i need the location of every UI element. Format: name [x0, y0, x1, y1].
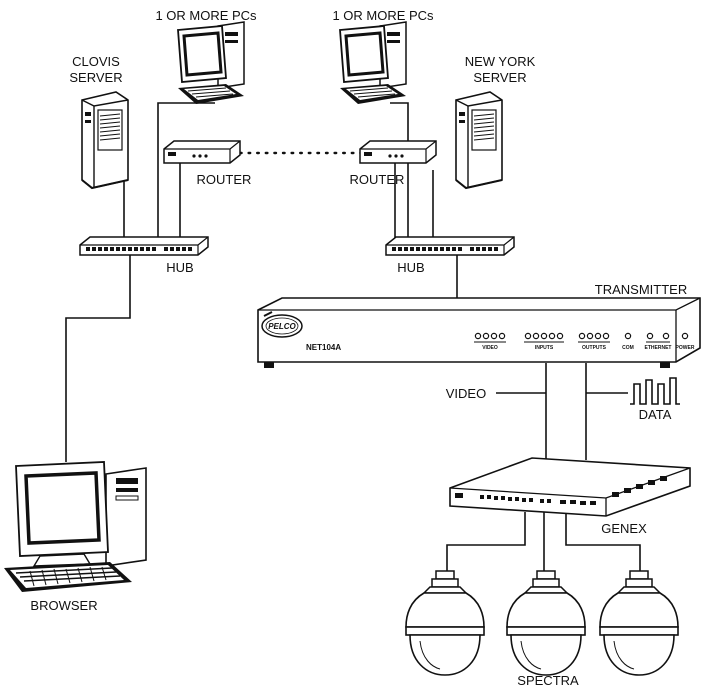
clovis-server-icon: [81, 91, 129, 189]
labels: 1 OR MORE PCs 1 OR MORE PCs CLOVIS SERVE…: [30, 8, 687, 688]
video-label: VIDEO: [446, 386, 486, 401]
panel-power-label: POWER: [676, 345, 695, 351]
dome-camera-left-icon: [405, 570, 485, 676]
browser-pc-icon: [4, 461, 147, 592]
clovis-server-label-2: SERVER: [69, 70, 122, 85]
connection-lines: [65, 102, 641, 571]
router-right-icon: [359, 140, 437, 164]
hub-left-icon: [79, 236, 209, 256]
newyork-server-label-2: SERVER: [473, 70, 526, 85]
panel-inputs-label: INPUTS: [535, 345, 554, 351]
pcs-right-label: 1 OR MORE PCs: [332, 8, 434, 23]
newyork-server-label-1: NEW YORK: [465, 54, 536, 69]
clovis-server-label-1: CLOVIS: [72, 54, 120, 69]
transmitter-brand: PELCO: [268, 322, 296, 331]
dome-camera-right-icon: [599, 570, 679, 676]
dome-camera-center-icon: [506, 570, 586, 676]
transmitter-icon: PELCO NET104A VIDEO INPUTS OUTPUTS COM E…: [257, 297, 701, 368]
panel-ethernet-label: ETHERNET: [645, 345, 672, 351]
panel-com-label: COM: [622, 345, 634, 351]
hub-right-label: HUB: [397, 260, 424, 275]
router-right-label: ROUTER: [350, 172, 405, 187]
browser-label: BROWSER: [30, 598, 97, 613]
hub-right-icon: [385, 236, 515, 256]
router-left-label: ROUTER: [197, 172, 252, 187]
genex-label: GENEX: [601, 521, 647, 536]
genex-icon: [449, 457, 691, 517]
data-label: DATA: [639, 407, 672, 422]
panel-video-label: VIDEO: [482, 345, 498, 351]
hub-left-label: HUB: [166, 260, 193, 275]
pcs-left-label: 1 OR MORE PCs: [155, 8, 257, 23]
pc-left-icon: [176, 20, 246, 106]
router-left-icon: [163, 140, 241, 164]
transmitter-model: NET104A: [306, 343, 341, 352]
panel-outputs-label: OUTPUTS: [582, 345, 607, 351]
pc-right-icon: [338, 20, 408, 106]
newyork-server-icon: [455, 91, 503, 189]
data-signal-icon: [630, 377, 680, 405]
spectra-label: SPECTRA: [517, 673, 579, 688]
transmitter-label: TRANSMITTER: [595, 282, 687, 297]
